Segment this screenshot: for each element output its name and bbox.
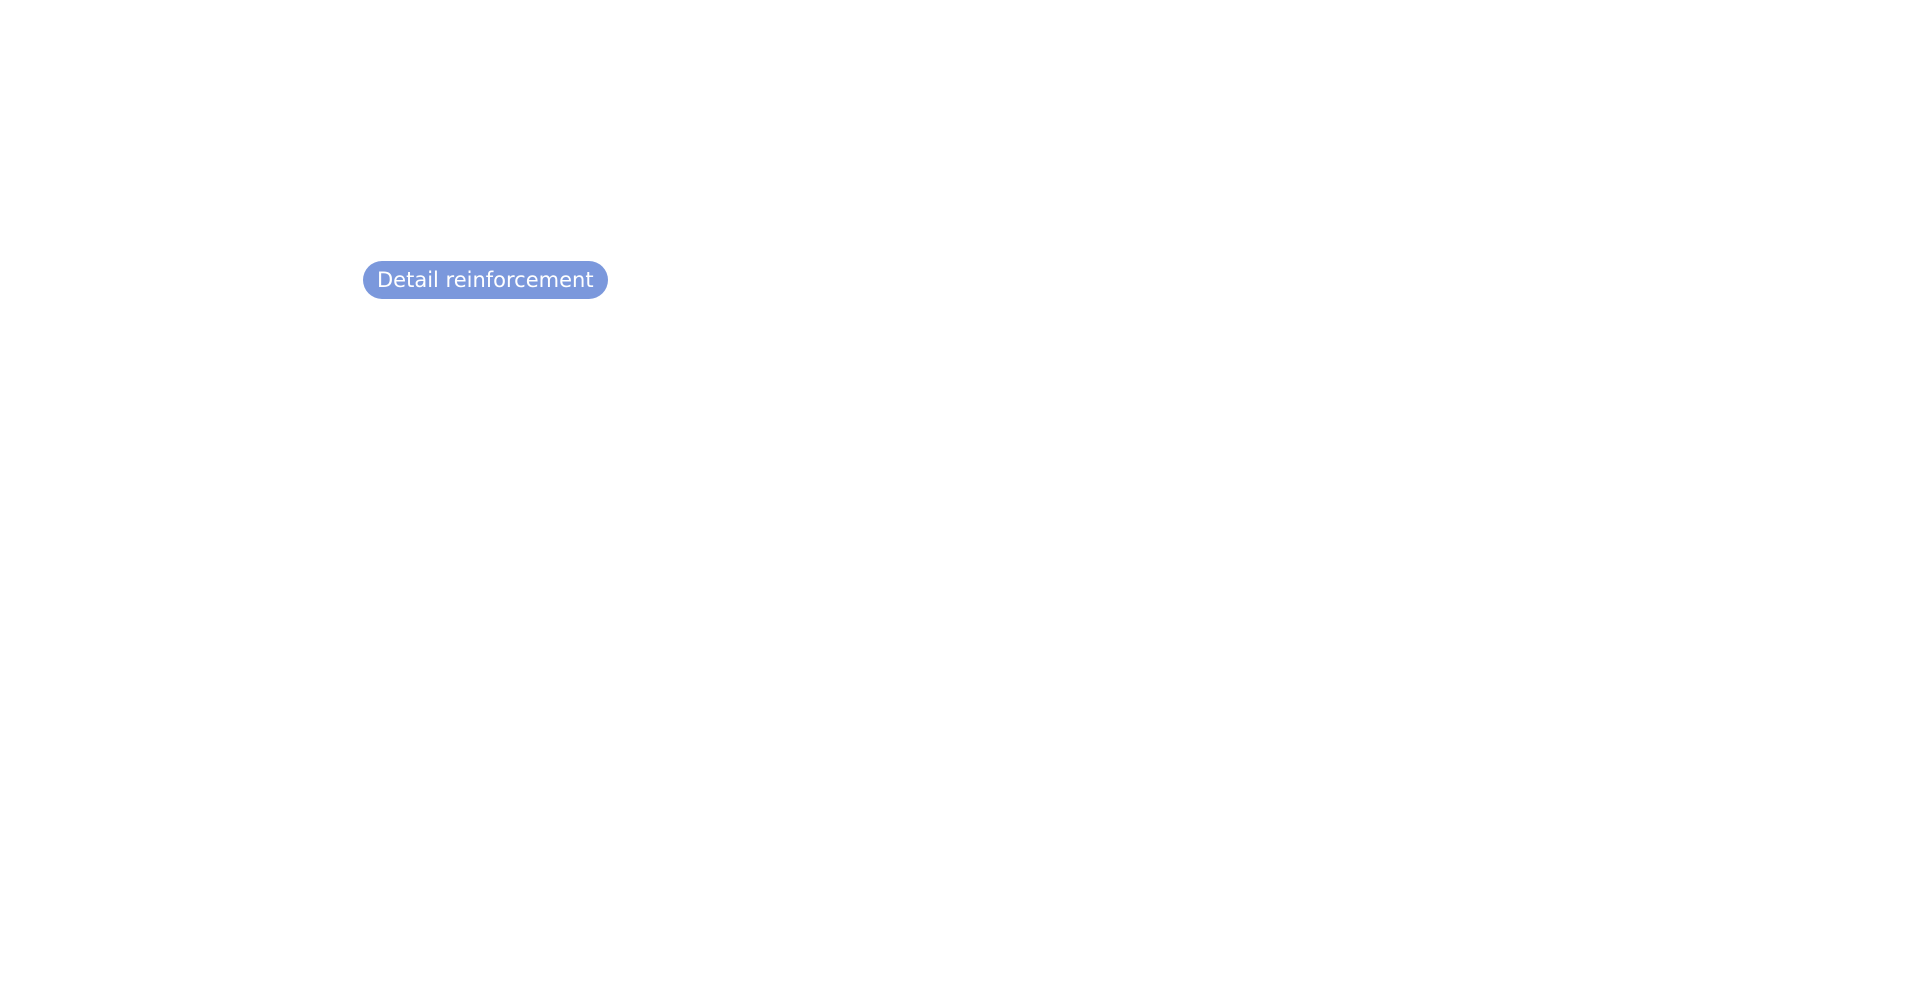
tag-label: Detail reinforcement: [377, 268, 594, 292]
detail-reinforcement-tag[interactable]: Detail reinforcement: [363, 261, 608, 299]
